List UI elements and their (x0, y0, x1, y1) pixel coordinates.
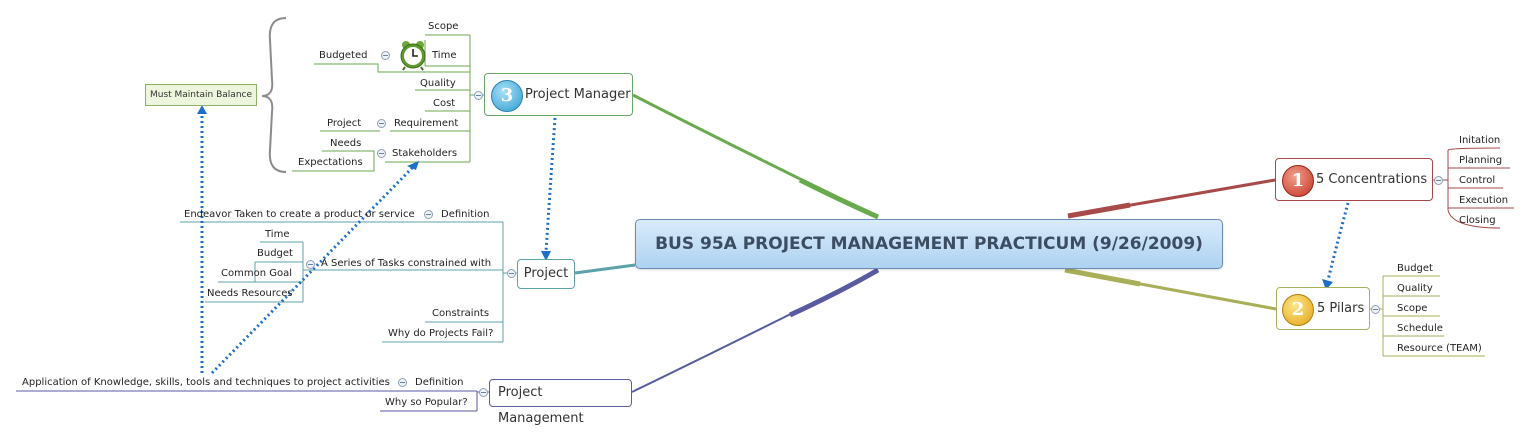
project-why-fail[interactable]: Why do Projects Fail? (388, 328, 494, 339)
series-item-common-goal[interactable]: Common Goal (221, 268, 292, 279)
pm-stakeholders[interactable]: Stakeholders (392, 148, 458, 159)
project-label: Project (523, 266, 569, 281)
collapse-project-icon[interactable] (507, 269, 516, 278)
conc-control[interactable]: Control (1459, 175, 1496, 186)
branch-project (574, 263, 636, 275)
brace-shape (261, 17, 287, 173)
alarm-clock-icon (400, 41, 426, 71)
pm-cost[interactable]: Cost (433, 98, 456, 109)
pm-needs[interactable]: Needs (330, 138, 362, 149)
pilar-quality[interactable]: Quality (1397, 283, 1433, 294)
branch-5p-thick (1064, 267, 1141, 287)
collapse-time-icon[interactable] (381, 51, 390, 60)
collapse-requirement-icon[interactable] (377, 119, 386, 128)
central-topic[interactable]: BUS 95A PROJECT MANAGEMENT PRACTICUM (9/… (635, 219, 1223, 269)
project-definition[interactable]: Definition (441, 209, 490, 220)
five-concentrations-label: 5 Concentrations (1316, 172, 1428, 187)
conc-planning[interactable]: Planning (1459, 155, 1503, 166)
pm-requirement[interactable]: Requirement (394, 118, 459, 129)
pilar-budget[interactable]: Budget (1397, 263, 1433, 274)
arrowhead-balance (197, 105, 207, 114)
arrowhead-project (541, 251, 551, 261)
series-item-time[interactable]: Time (265, 229, 290, 240)
project-constraints[interactable]: Constraints (432, 308, 490, 319)
collapse-definition-icon[interactable] (424, 210, 433, 219)
series-item-needs-resources[interactable]: Needs Resources (207, 288, 293, 299)
conc-initation[interactable]: Initation (1459, 135, 1501, 146)
conc-closing[interactable]: Closing (1459, 215, 1496, 226)
branch-pmg-thick (788, 267, 880, 318)
branch-pm-thick (798, 177, 880, 220)
branch-5c-thick (1067, 202, 1131, 219)
relation-5c-to-5p (1326, 202, 1350, 281)
series-item-budget[interactable]: Budget (257, 248, 293, 259)
pm-project[interactable]: Project (327, 118, 362, 129)
project-series[interactable]: A Series of Tasks constrained with (321, 258, 492, 269)
pmg-definition[interactable]: Definition (415, 377, 464, 388)
collapse-pm-icon[interactable] (474, 91, 483, 100)
pm-time[interactable]: Time (432, 50, 457, 61)
pmg-why-popular[interactable]: Why so Popular? (385, 397, 468, 408)
project-manager-label: Project Manager (525, 87, 631, 102)
collapse-5p-icon[interactable] (1371, 305, 1380, 314)
pmg-definition-text[interactable]: Application of Knowledge, skills, tools … (22, 377, 390, 388)
collapse-pmg-icon[interactable] (479, 388, 488, 397)
project-topic[interactable]: Project (517, 259, 575, 289)
arrowhead-5p (1322, 279, 1333, 290)
collapse-stakeholders-icon[interactable] (377, 149, 386, 158)
project-definition-text[interactable]: Endeavor Taken to create a product or se… (184, 209, 415, 220)
pilar-resource[interactable]: Resource (TEAM) (1397, 343, 1482, 354)
five-pilars-label: 5 Pilars (1317, 301, 1365, 316)
conc-execution[interactable]: Execution (1459, 195, 1509, 206)
pilar-scope[interactable]: Scope (1397, 303, 1428, 314)
project-management-label: Project Management (498, 385, 584, 426)
collapse-pmg-definition-icon[interactable] (398, 378, 407, 387)
arrowhead-stakeholders (407, 161, 419, 170)
pm-scope[interactable]: Scope (428, 21, 459, 32)
pm-quality[interactable]: Quality (420, 78, 456, 89)
collapse-series-icon[interactable] (306, 260, 315, 269)
must-maintain-balance-note[interactable]: Must Maintain Balance (145, 84, 257, 106)
priority-3-icon: 3 (491, 80, 523, 112)
project-management-topic[interactable]: Project Management (489, 379, 632, 426)
pm-budgeted[interactable]: Budgeted (319, 50, 368, 61)
priority-1-icon: 1 (1282, 165, 1314, 197)
pm-expectations[interactable]: Expectations (298, 157, 363, 168)
priority-2-icon: 2 (1282, 294, 1314, 326)
relation-pm-to-project (544, 117, 557, 253)
collapse-5c-icon[interactable] (1434, 176, 1443, 185)
pilar-schedule[interactable]: Schedule (1397, 323, 1443, 334)
